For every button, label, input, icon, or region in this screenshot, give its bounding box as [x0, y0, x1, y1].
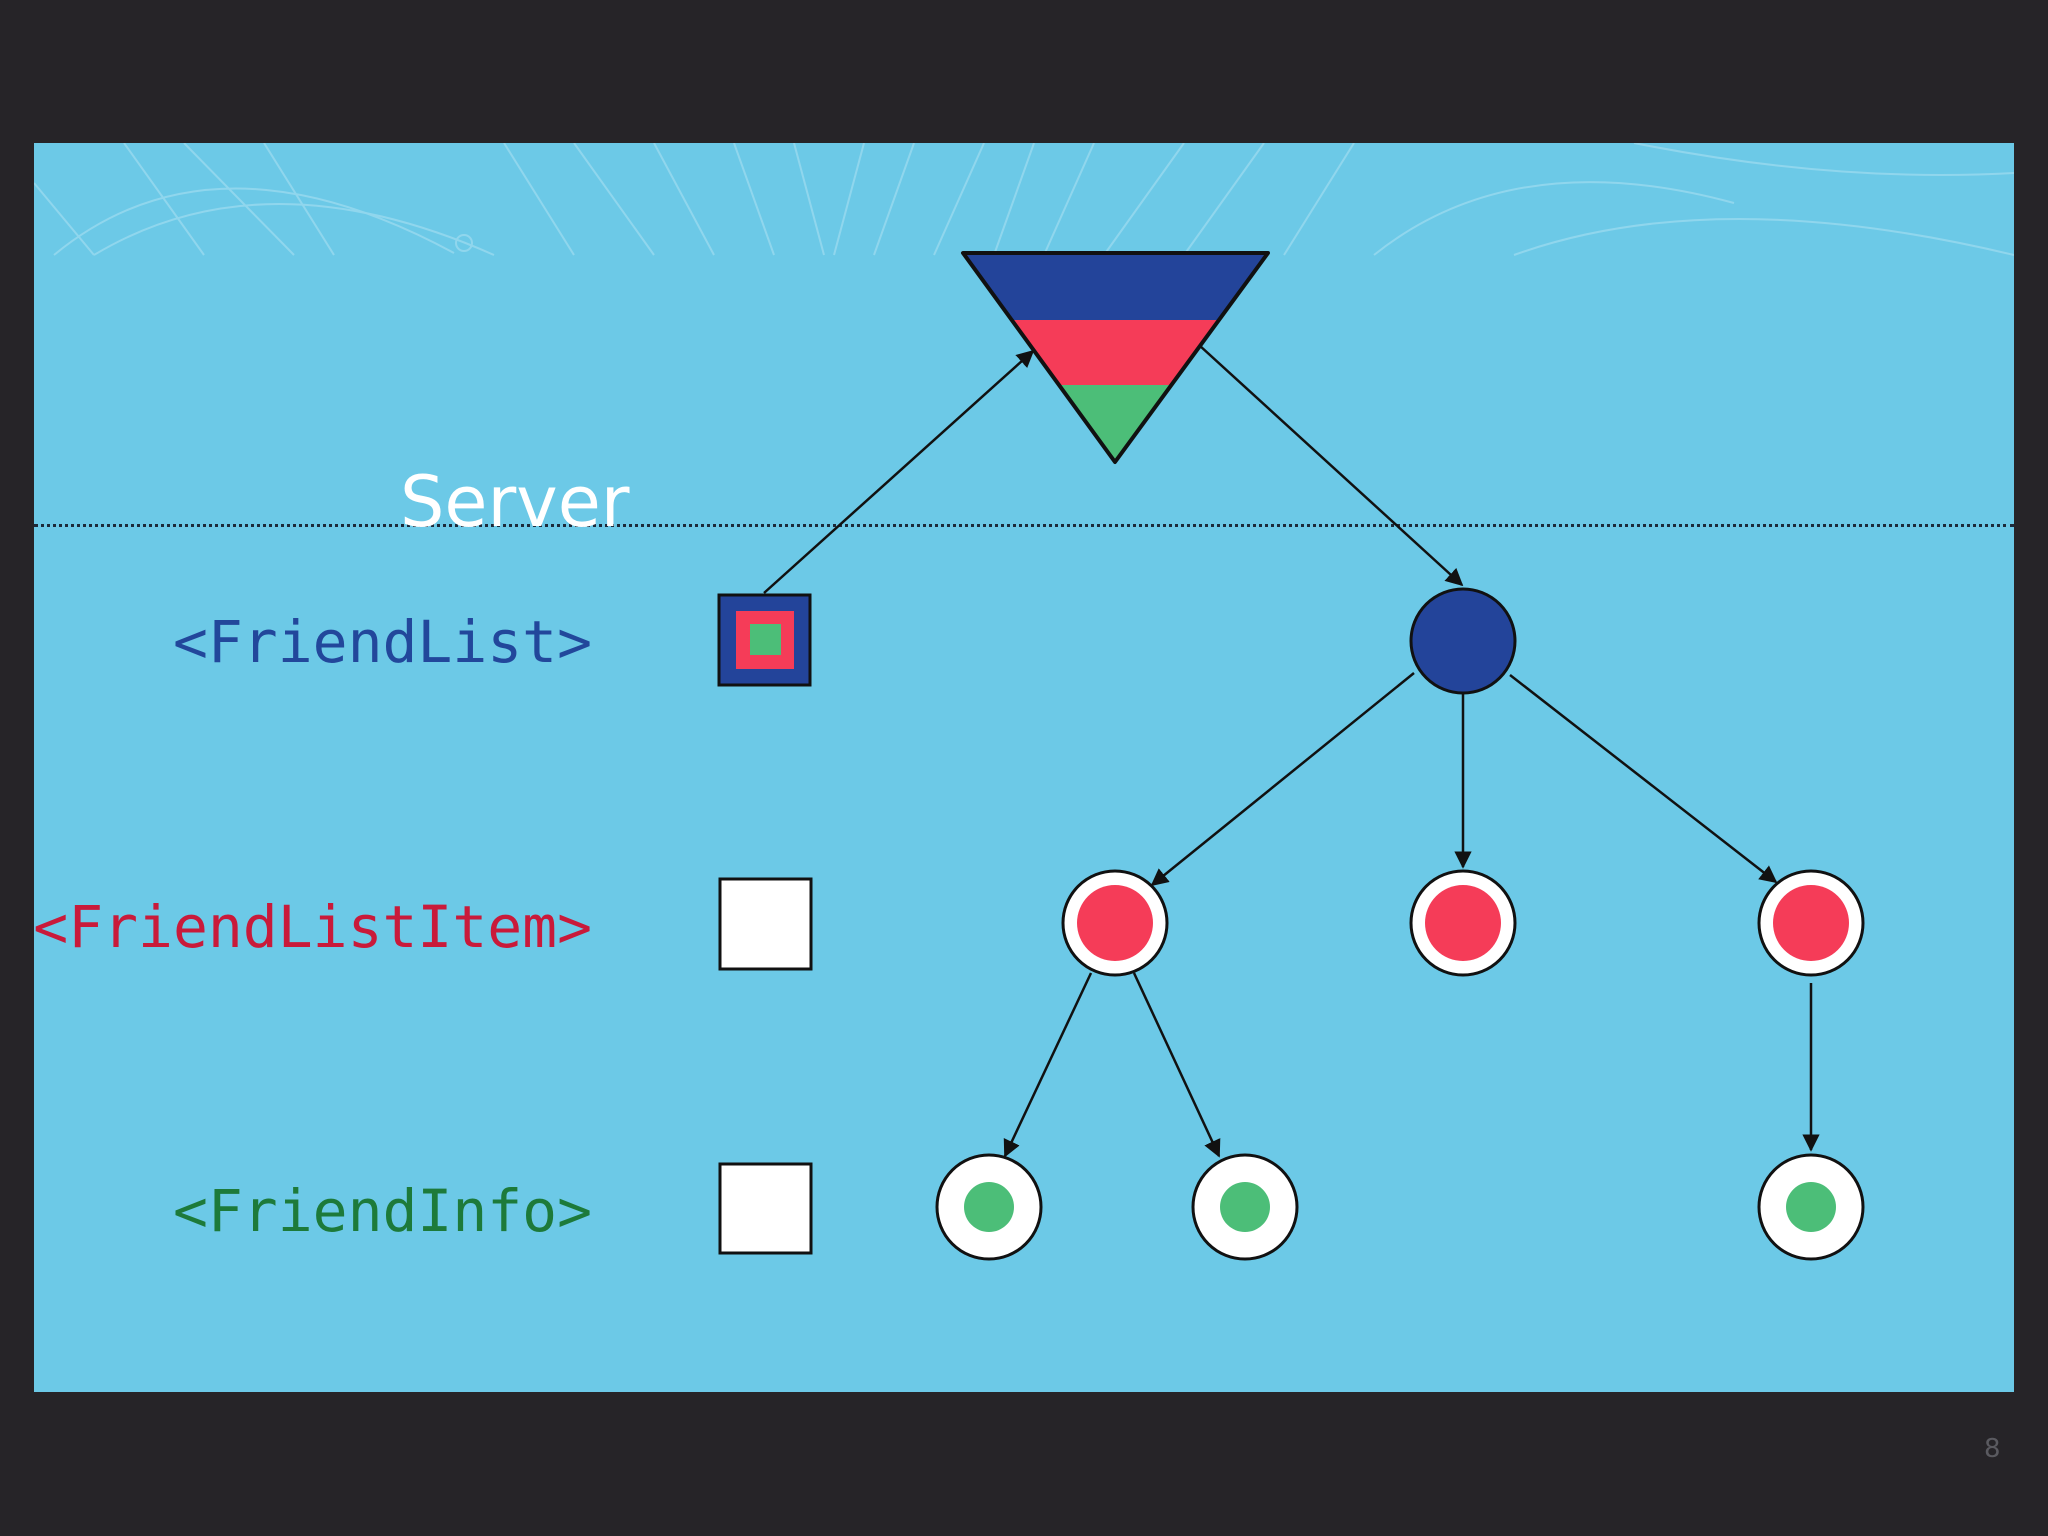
server-triangle-icon: [961, 251, 1270, 464]
slide: Server <FriendList> <FriendListItem> <Fr…: [34, 143, 2014, 1392]
friendlistitem-component-icon: [718, 877, 813, 971]
friendlist-component-icon: [717, 593, 812, 687]
page-number: 8: [1984, 1434, 2001, 1464]
arrow-list-to-item-3: [1509, 674, 1778, 884]
friendlistitem-node-2: [1409, 869, 1517, 977]
component-tree-diagram: [717, 251, 1865, 1261]
arrow-item-1-to-info-2: [1132, 972, 1221, 1158]
friendlist-label: <FriendList>: [172, 608, 592, 676]
friendlistitem-node-1: [1061, 869, 1169, 977]
friendinfo-node-1: [935, 1153, 1043, 1261]
friendinfo-label: <FriendInfo>: [172, 1177, 592, 1245]
arrow-item-1-to-info-1: [1003, 972, 1093, 1158]
arrow-list-to-item-1: [1150, 672, 1415, 887]
server-client-divider: [34, 524, 2014, 527]
arrow-server-to-list-node: [1198, 344, 1464, 587]
arrow-friendlist-to-server: [763, 349, 1035, 594]
friendlistitem-node-3: [1757, 869, 1865, 977]
friendinfo-component-icon: [718, 1162, 813, 1255]
friendinfo-node-2: [1191, 1153, 1299, 1261]
friendlistitem-label: <FriendListItem>: [34, 893, 592, 961]
friendlist-node: [1409, 587, 1517, 695]
server-label: Server: [400, 461, 630, 543]
background-decoration: [34, 143, 2014, 256]
friendinfo-node-3: [1757, 1153, 1865, 1261]
